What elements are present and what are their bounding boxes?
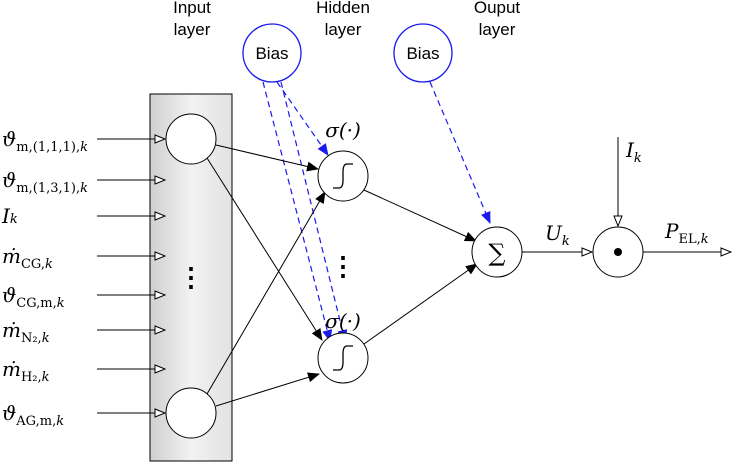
sigmoid-icon [333, 163, 353, 189]
bias-to-hidden-bottom-line-a [262, 81, 333, 342]
bias-connections [262, 81, 491, 342]
bias-to-hidden-top-line [276, 81, 329, 156]
current-label: Ik [625, 138, 642, 166]
input-node-bottom [165, 387, 217, 439]
hidden-bias-label: Bias [255, 44, 288, 63]
conn-in1-h2 [206, 157, 323, 341]
input-layer-ellipsis: ⋮ [178, 263, 204, 293]
input-label-5: ϑCG,m,k [2, 283, 65, 311]
conn-h1-sum [363, 189, 477, 242]
input-labels: ϑm,(1,1,1),k ϑm,(1,3,1),kIk ṁCG,k ϑCG,m,k ṁN… [1, 127, 88, 429]
output-layer-title-line2: layer [479, 20, 516, 39]
u-symbol: Uk [545, 221, 570, 249]
activation-label-top: σ(·) [325, 118, 361, 142]
output-bias-label: Bias [406, 44, 439, 63]
hidden-layer-title-line1: Hidden [316, 0, 370, 17]
conn-h2-sum [363, 263, 478, 345]
input-hidden-connections [206, 144, 326, 407]
output-layer-header: Ouput layer [474, 0, 521, 39]
output-u-label: Uk [545, 221, 570, 249]
hidden-layer-header: Hidden layer [316, 0, 370, 39]
input-label-6: ṁN₂,k [2, 318, 50, 346]
hidden-neuron-top [317, 150, 369, 202]
input-arrows [97, 139, 165, 413]
sum-node: ∑ [471, 226, 523, 278]
input-label-1: ϑm,(1,1,1),k [2, 127, 88, 155]
input-label-8: ϑAG,m,k [2, 401, 64, 429]
hidden-layer-title-line2: layer [325, 20, 362, 39]
input-node-top [165, 113, 217, 165]
power-label: PEL,k [664, 219, 709, 247]
conn-in1-h1 [215, 144, 319, 172]
conn-in8-h2 [215, 372, 320, 407]
hidden-layer-ellipsis: ⋮ [330, 252, 356, 282]
input-label-3: Ik [1, 204, 18, 228]
output-bias-node: Bias [393, 23, 453, 83]
sigmoid-icon [333, 345, 353, 371]
product-node [592, 226, 644, 278]
hidden-output-connections [363, 189, 478, 345]
bias-to-hidden-bottom-line-b [280, 81, 348, 342]
sum-icon: ∑ [488, 239, 505, 267]
i-symbol: Ik [625, 138, 642, 166]
input-layer-header: Input layer [173, 0, 211, 39]
input-layer-title-line1: Input [173, 0, 211, 17]
p-symbol: PEL,k [664, 219, 709, 247]
activation-label-bottom: σ(·) [325, 309, 361, 333]
input-label-2: ϑm,(1,3,1),k [2, 168, 88, 196]
bias-to-sum-line [429, 81, 491, 224]
output-layer-title-line1: Ouput [474, 0, 521, 17]
input-label-7: ṁH₂,k [2, 357, 50, 385]
hidden-neuron-bottom [317, 332, 369, 384]
input-label-4: ṁCG,k [2, 244, 53, 272]
product-dot-icon [614, 248, 622, 256]
input-layer-title-line2: layer [174, 20, 211, 39]
conn-in8-h1 [206, 191, 326, 395]
hidden-bias-node: Bias [242, 23, 302, 83]
